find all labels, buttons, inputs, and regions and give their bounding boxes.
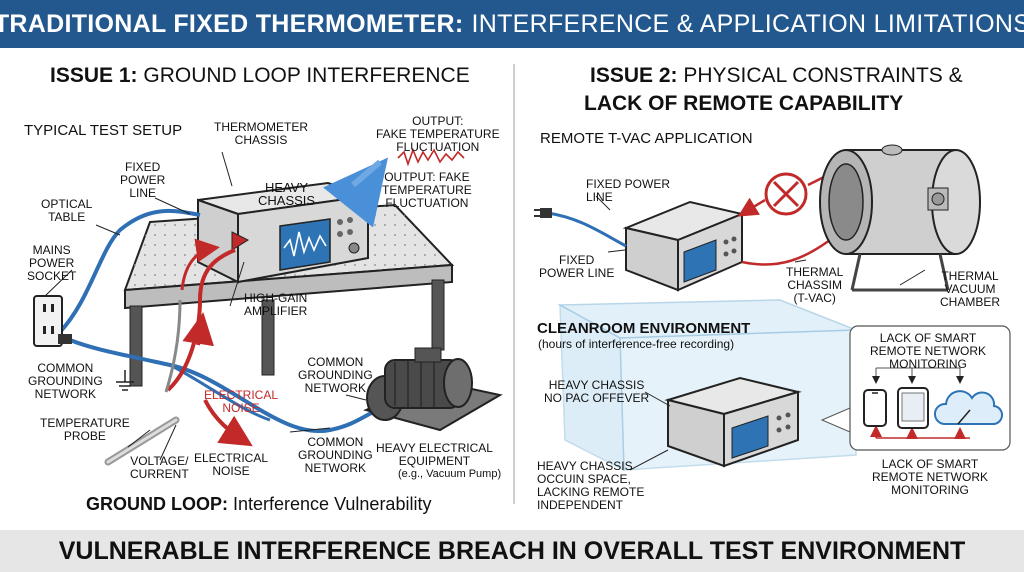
thermal-vacuum-chamber bbox=[819, 144, 981, 292]
heavy-equipment-label: HEAVY ELECTRICAL EQUIPMENT bbox=[376, 441, 493, 468]
issue2-heading-line2: LACK OF REMOTE CAPABILITY bbox=[584, 92, 904, 115]
heavy-equipment-sub-label: (e.g., Vacuum Pump) bbox=[398, 468, 502, 480]
issue2-heading-line1: ISSUE 2: PHYSICAL CONSTRAINTS & bbox=[590, 64, 963, 88]
typical-setup-label: TYPICAL TEST SETUP bbox=[24, 122, 183, 139]
lack-smart-bottom-label: LACK OF SMART REMOTE NETWORK MONITORING bbox=[872, 457, 988, 497]
common-grounding-bottom-label: COMMON GROUNDING NETWORK bbox=[298, 435, 373, 475]
fixed-power-line-label: FIXED POWER LINE bbox=[120, 160, 166, 200]
temperature-probe-label: TEMPERATURE PROBE bbox=[40, 416, 130, 443]
title-bold: TRADITIONAL FIXED THERMOMETER: bbox=[0, 9, 464, 38]
ground-loop-caption: GROUND LOOP: Interference Vulnerability bbox=[86, 494, 431, 515]
common-grounding-left-label: COMMON GROUNDING NETWORK bbox=[28, 361, 103, 401]
lack-smart-top-label: LACK OF SMART REMOTE NETWORK MONITORING bbox=[870, 331, 986, 371]
heavy-electrical-equipment bbox=[363, 347, 503, 432]
power-plug-icon bbox=[58, 334, 72, 344]
smartphone-icon bbox=[863, 389, 887, 427]
waveform-icon bbox=[283, 231, 327, 257]
thermal-vacuum-chamber-label: THERMAL VACUUM CHAMBER bbox=[940, 269, 1001, 309]
heavy-chassis-space-label: HEAVY CHASSIS OCCUIN SPACE, LACKING REMO… bbox=[537, 459, 645, 512]
issue2-heading-bold: ISSUE 2: bbox=[590, 64, 678, 87]
no-entry-icon bbox=[764, 172, 808, 216]
common-grounding-right-label: COMMON GROUNDING NETWORK bbox=[298, 355, 373, 395]
issue1-heading: ISSUE 1: GROUND LOOP INTERFERENCE bbox=[50, 64, 470, 88]
heavy-chassis-label: HEAVY CHASSIS bbox=[258, 180, 316, 208]
tablet-icon bbox=[897, 387, 929, 429]
ground-loop-rest: Interference Vulnerability bbox=[233, 494, 432, 514]
output-label-top: OUTPUT: FAKE TEMPERATURE FLUCTUATION bbox=[376, 114, 500, 154]
cleanroom-instrument bbox=[664, 376, 802, 468]
power-plug-icon bbox=[534, 208, 552, 218]
fixed-power-line-bottom-label: FIXED POWER LINE bbox=[539, 253, 615, 280]
voltage-current-label: VOLTAGE/ CURRENT bbox=[130, 454, 189, 481]
optical-table-label: OPTICAL TABLE bbox=[41, 197, 93, 224]
tvac-instrument bbox=[622, 200, 746, 292]
remote-tvac-label: REMOTE T-VAC APPLICATION bbox=[540, 130, 753, 147]
footer-banner: VULNERABLE INTERFERENCE BREACH IN OVERAL… bbox=[0, 530, 1024, 572]
cleanroom-label: CLEANROOM ENVIRONMENT bbox=[537, 320, 751, 337]
thermometer-chassis-label: THERMOMETER CHASSIS bbox=[214, 120, 308, 147]
ground-loop-bold: GROUND LOOP: bbox=[86, 494, 228, 514]
cleanroom-sub-label: (hours of interference-free recording) bbox=[538, 337, 735, 351]
cloud-icon bbox=[934, 390, 1003, 426]
heavy-chassis-pac-label: HEAVY CHASSIS NO PAC OFFEVER bbox=[544, 378, 650, 405]
section-divider bbox=[513, 64, 515, 504]
issue2-heading-rest: PHYSICAL CONSTRAINTS & bbox=[683, 64, 963, 87]
issue1-heading-rest: GROUND LOOP INTERFERENCE bbox=[143, 64, 470, 87]
output-label-bottom: OUTPUT: FAKE TEMPERATURE FLUCTUATION bbox=[382, 170, 472, 210]
ground-symbol-icon bbox=[116, 370, 134, 391]
ground-loop-cables bbox=[58, 208, 401, 434]
high-gain-amplifier-label: HIGH-GAIN AMPLIFIER bbox=[244, 291, 308, 318]
electrical-noise-bottom-label: ELECTRICAL NOISE bbox=[194, 451, 269, 478]
issue1-heading-bold: ISSUE 1: bbox=[50, 64, 138, 87]
fixed-power-line-top-label: FIXED POWER LINE bbox=[586, 177, 671, 204]
title-banner: TRADITIONAL FIXED THERMOMETER:INTERFEREN… bbox=[0, 0, 1024, 48]
electrical-noise-red-label: ELECTRICAL NOISE bbox=[204, 388, 279, 415]
mains-power-socket-label: MAINS POWER SOCKET bbox=[27, 243, 77, 283]
thermal-chassim-label: THERMAL CHASSIM (T-VAC) bbox=[786, 265, 844, 305]
wall-socket-icon bbox=[33, 295, 63, 347]
title-rest: INTERFERENCE & APPLICATION LIMITATIONS bbox=[471, 9, 1024, 38]
